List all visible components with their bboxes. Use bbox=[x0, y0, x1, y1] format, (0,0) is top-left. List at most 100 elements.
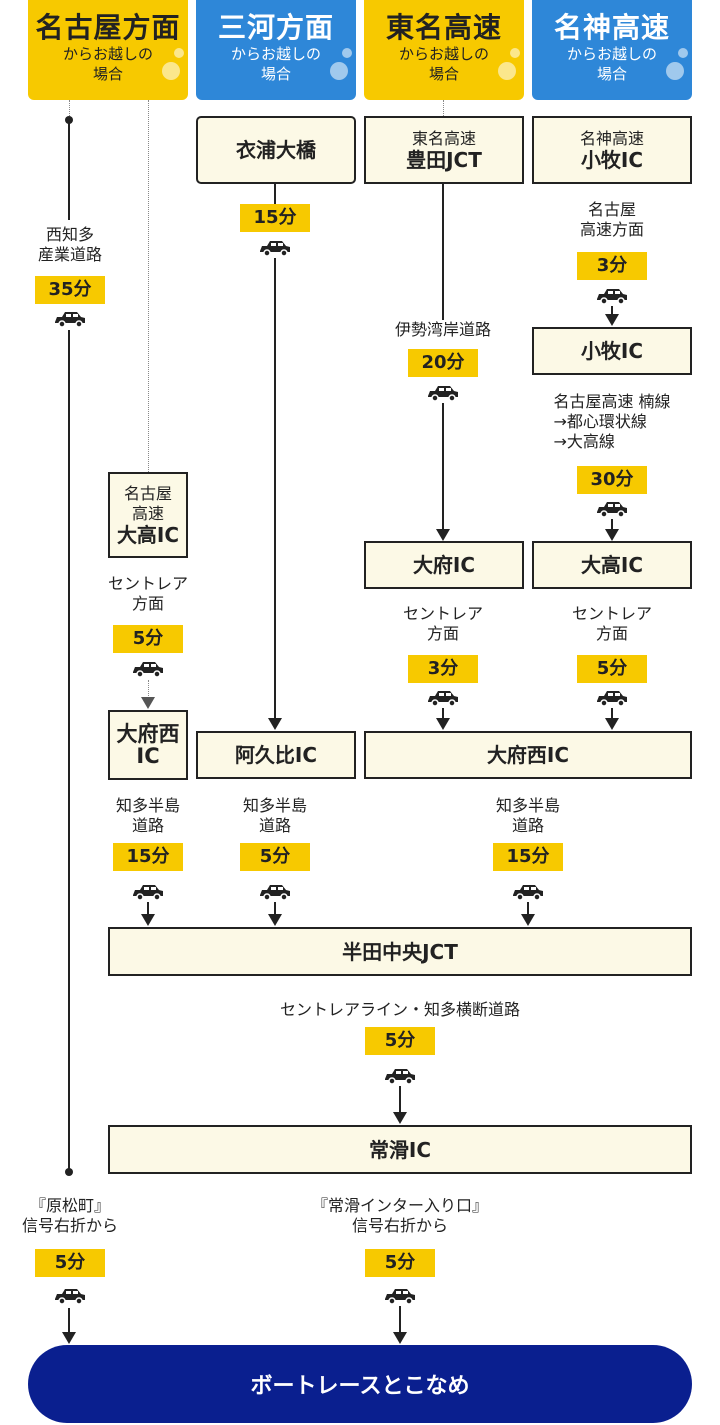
node-toyota-jct: 東名高速 豊田JCT bbox=[364, 116, 524, 184]
time-badge: 35分 bbox=[35, 276, 105, 304]
road-label: 伊勢湾岸道路 bbox=[394, 320, 492, 339]
header-subtitle: からお越しの場合 bbox=[62, 45, 153, 83]
header-subtitle: からお越しの場合 bbox=[398, 45, 489, 83]
time-badge: 30分 bbox=[577, 466, 647, 494]
arrow-down-icon bbox=[436, 718, 450, 730]
node-meishin-komaki-ic: 名神高速 小牧IC bbox=[532, 116, 692, 184]
arrow-down-icon bbox=[393, 1112, 407, 1124]
time-badge: 5分 bbox=[113, 625, 183, 653]
road-label: 『原松町』信号右折から bbox=[21, 1196, 119, 1235]
node-nagoya-odaka-ic: 名古屋 高速 大高IC bbox=[108, 472, 188, 558]
node-handa-chuo-jct: 半田中央JCT bbox=[108, 927, 692, 976]
header-mikawa: 三河方面 からお越しの場合 bbox=[196, 0, 356, 100]
header-nagoya: 名古屋方面 からお越しの場合 bbox=[28, 0, 188, 100]
time-badge: 5分 bbox=[577, 655, 647, 683]
car-icon bbox=[55, 1289, 85, 1305]
car-icon bbox=[133, 662, 163, 678]
car-icon bbox=[597, 691, 627, 707]
car-icon bbox=[385, 1289, 415, 1305]
road-label: セントレア方面 bbox=[571, 604, 653, 643]
car-icon bbox=[260, 241, 290, 257]
destination-boatrace-tokoname: ボートレースとこなめ bbox=[28, 1345, 692, 1423]
arrow-down-icon bbox=[141, 697, 155, 709]
arrow-down-icon bbox=[605, 314, 619, 326]
route-line bbox=[611, 306, 613, 314]
bubble-decoration bbox=[342, 48, 352, 58]
road-label: 西知多産業道路 bbox=[37, 225, 103, 264]
time-badge: 15分 bbox=[113, 843, 183, 871]
time-badge: 5分 bbox=[365, 1249, 435, 1277]
arrow-down-icon bbox=[62, 1332, 76, 1344]
route-line bbox=[611, 519, 613, 529]
time-badge: 5分 bbox=[35, 1249, 105, 1277]
guide-line bbox=[443, 100, 444, 116]
header-title: 名古屋方面 bbox=[35, 11, 181, 44]
node-agui-ic: 阿久比IC bbox=[196, 731, 356, 779]
route-line bbox=[274, 184, 276, 204]
arrow-down-icon bbox=[141, 914, 155, 926]
bubble-decoration bbox=[174, 48, 184, 58]
route-line bbox=[399, 1086, 401, 1112]
header-tomei: 東名高速 からお越しの場合 bbox=[364, 0, 524, 100]
car-icon bbox=[597, 289, 627, 305]
node-tokoname-ic: 常滑IC bbox=[108, 1125, 692, 1174]
road-label: セントレアライン・知多横断道路 bbox=[279, 1000, 521, 1019]
header-title: 東名高速 bbox=[385, 11, 502, 44]
car-icon bbox=[55, 312, 85, 328]
header-subtitle: からお越しの場合 bbox=[230, 45, 321, 83]
node-odaka-ic: 大高IC bbox=[532, 541, 692, 589]
node-kinuura-bridge: 衣浦大橋 bbox=[196, 116, 356, 184]
route-line bbox=[68, 330, 70, 1172]
route-line bbox=[442, 403, 444, 529]
arrow-down-icon bbox=[268, 914, 282, 926]
route-line bbox=[527, 902, 529, 914]
car-icon bbox=[260, 885, 290, 901]
time-badge: 3分 bbox=[577, 252, 647, 280]
time-badge: 20分 bbox=[408, 349, 478, 377]
time-badge: 5分 bbox=[240, 843, 310, 871]
bubble-decoration bbox=[666, 62, 684, 80]
time-badge: 5分 bbox=[365, 1027, 435, 1055]
node-obu-ic: 大府IC bbox=[364, 541, 524, 589]
car-icon bbox=[428, 691, 458, 707]
road-label: 知多半島道路 bbox=[115, 796, 181, 835]
arrow-down-icon bbox=[605, 718, 619, 730]
time-badge: 15分 bbox=[240, 204, 310, 232]
node-komaki-ic: 小牧IC bbox=[532, 327, 692, 375]
route-dot bbox=[65, 1168, 73, 1176]
road-label: 名古屋高速 楠線→都心環状線→大高線 bbox=[553, 392, 671, 451]
road-label: 『常滑インター入り口』信号右折から bbox=[311, 1196, 489, 1235]
node-obunishi-left: 大府西 IC bbox=[108, 710, 188, 780]
route-line bbox=[147, 902, 149, 914]
route-line bbox=[399, 1306, 401, 1332]
route-line bbox=[68, 120, 70, 220]
bubble-decoration bbox=[678, 48, 688, 58]
car-icon bbox=[133, 885, 163, 901]
header-title: 名神高速 bbox=[553, 11, 670, 44]
arrow-down-icon bbox=[436, 529, 450, 541]
car-icon bbox=[513, 885, 543, 901]
header-meishin: 名神高速 からお越しの場合 bbox=[532, 0, 692, 100]
bubble-decoration bbox=[330, 62, 348, 80]
road-label: 知多半島道路 bbox=[242, 796, 308, 835]
road-label: セントレア方面 bbox=[402, 604, 484, 643]
arrow-down-icon bbox=[268, 718, 282, 730]
route-line bbox=[442, 184, 444, 320]
route-line bbox=[442, 708, 444, 718]
arrow-down-icon bbox=[393, 1332, 407, 1344]
road-label: セントレア方面 bbox=[107, 574, 189, 613]
header-title: 三河方面 bbox=[217, 11, 334, 44]
guide-line bbox=[148, 680, 149, 698]
bubble-decoration bbox=[162, 62, 180, 80]
node-obunishi-ic: 大府西IC bbox=[364, 731, 692, 779]
arrow-down-icon bbox=[605, 529, 619, 541]
road-label: 知多半島道路 bbox=[495, 796, 561, 835]
arrow-down-icon bbox=[521, 914, 535, 926]
guide-line bbox=[148, 100, 149, 472]
bubble-decoration bbox=[498, 62, 516, 80]
guide-line bbox=[69, 100, 70, 118]
car-icon bbox=[428, 386, 458, 402]
car-icon bbox=[597, 502, 627, 518]
road-label: 名古屋高速方面 bbox=[579, 200, 645, 239]
route-line bbox=[274, 902, 276, 914]
